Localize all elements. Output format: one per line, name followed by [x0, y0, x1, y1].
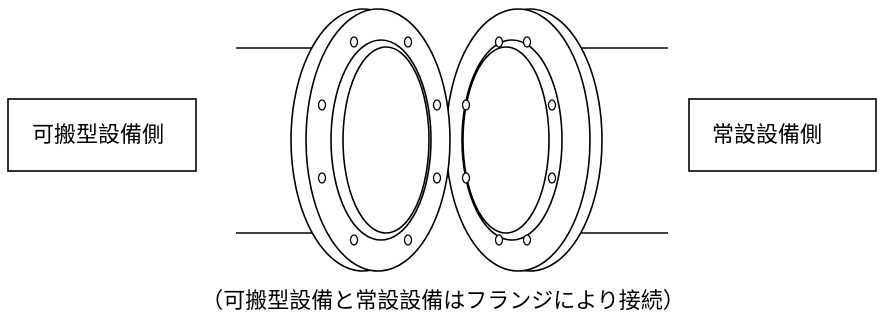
portable-flange-inner-bore — [342, 46, 430, 234]
bolt-hole — [547, 99, 557, 111]
portable-flange-outer-bore — [330, 39, 432, 241]
permanent-flange-bolts — [461, 36, 557, 246]
bolt-hole — [522, 36, 532, 48]
portable-flange-bolts — [317, 36, 442, 246]
bolt-hole — [317, 99, 327, 111]
portable-flange-front-face — [305, 8, 451, 272]
bolt-hole — [349, 36, 359, 48]
portable-flange — [290, 8, 451, 272]
permanent-flange-front-face — [445, 8, 591, 272]
permanent-flange-outer-bore — [461, 39, 563, 241]
left-side-box: 可搬型設備側 — [7, 98, 197, 172]
bolt-hole — [349, 234, 359, 246]
right-side-box: 常設設備側 — [688, 98, 877, 172]
bolt-hole — [494, 36, 504, 48]
left-side-box-frame — [7, 98, 197, 172]
bolt-hole — [403, 234, 413, 246]
right-side-label: 常設設備側 — [712, 123, 822, 148]
bolt-hole — [432, 172, 442, 184]
bolt-hole — [547, 172, 557, 184]
diagram-caption: （可搬型設備と常設設備はフランジにより接続） — [201, 289, 685, 314]
permanent-flange — [445, 8, 603, 272]
bolt-hole — [317, 172, 327, 184]
bolt-hole — [432, 99, 442, 111]
permanent-flange-inner-bore — [462, 46, 550, 234]
right-side-box-frame — [688, 98, 877, 172]
bolt-hole — [522, 234, 532, 246]
bolt-hole — [494, 234, 504, 246]
bolt-hole — [461, 99, 471, 111]
bolt-hole — [461, 172, 471, 184]
bolt-hole — [403, 36, 413, 48]
left-side-label: 可搬型設備側 — [32, 123, 164, 148]
